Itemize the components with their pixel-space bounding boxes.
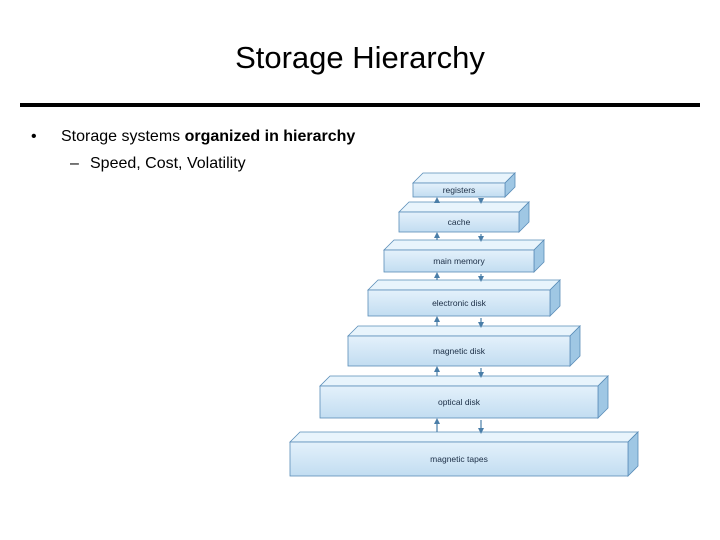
transfer-arrow-4-down [478,368,484,378]
transfer-arrow-3-up [434,316,440,326]
bullet-text-plain: Storage systems [61,128,185,145]
transfer-arrow-4-up [434,366,440,376]
storage-level-main-memory: main memory [383,239,545,273]
bullet-marker: • [31,128,37,145]
storage-level-top-face [319,375,609,387]
storage-level-front-face [383,249,535,273]
transfer-arrow-0-down [478,198,484,204]
transfer-arrow-5-down [478,420,484,434]
sub-bullet-item: –Speed, Cost, Volatility [70,154,246,174]
sub-bullet-marker: – [70,155,79,172]
sub-bullet-text: Speed, Cost, Volatility [90,155,246,172]
title-divider [20,103,700,107]
bullet-item: • Storage systems organized in hierarchy [31,127,355,147]
storage-level-front-face [367,289,551,317]
storage-level-top-face [367,279,561,291]
storage-level-cache: cache [398,201,530,233]
transfer-arrow-1-up [434,232,440,240]
storage-level-label: cache [448,217,471,227]
transfer-arrow-2-up [434,272,440,280]
storage-level-registers: registers [412,172,516,198]
storage-level-label: magnetic tapes [430,454,488,464]
storage-level-top-face [383,239,545,251]
storage-level-top-face [289,431,639,443]
storage-level-magnetic-tapes: magnetic tapes [289,431,639,477]
storage-level-front-face [398,211,520,233]
storage-level-front-face [412,182,506,198]
transfer-arrow-0-up [434,197,440,203]
storage-level-top-face [347,325,581,337]
storage-level-electronic-disk: electronic disk [367,279,561,317]
transfer-arrow-1-down [478,234,484,242]
storage-level-label: registers [443,185,476,195]
storage-level-top-face [412,172,516,184]
storage-hierarchy-diagram: registers cache main memory electronic disk… [289,172,639,477]
slide-title: Storage Hierarchy [235,40,485,75]
storage-level-front-face [319,385,599,419]
storage-level-label: main memory [433,256,485,266]
bullet-text-bold: organized in hierarchy [184,128,356,145]
storage-level-optical-disk: optical disk [319,375,609,419]
storage-level-label: optical disk [438,397,481,407]
storage-level-magnetic-disk: magnetic disk [347,325,581,367]
storage-level-front-face [347,335,571,367]
storage-level-label: magnetic disk [433,346,486,356]
storage-level-label: electronic disk [432,298,487,308]
storage-level-top-face [398,201,530,213]
transfer-arrow-3-down [478,318,484,328]
transfer-arrow-5-up [434,418,440,432]
storage-level-front-face [289,441,629,477]
transfer-arrow-2-down [478,274,484,282]
